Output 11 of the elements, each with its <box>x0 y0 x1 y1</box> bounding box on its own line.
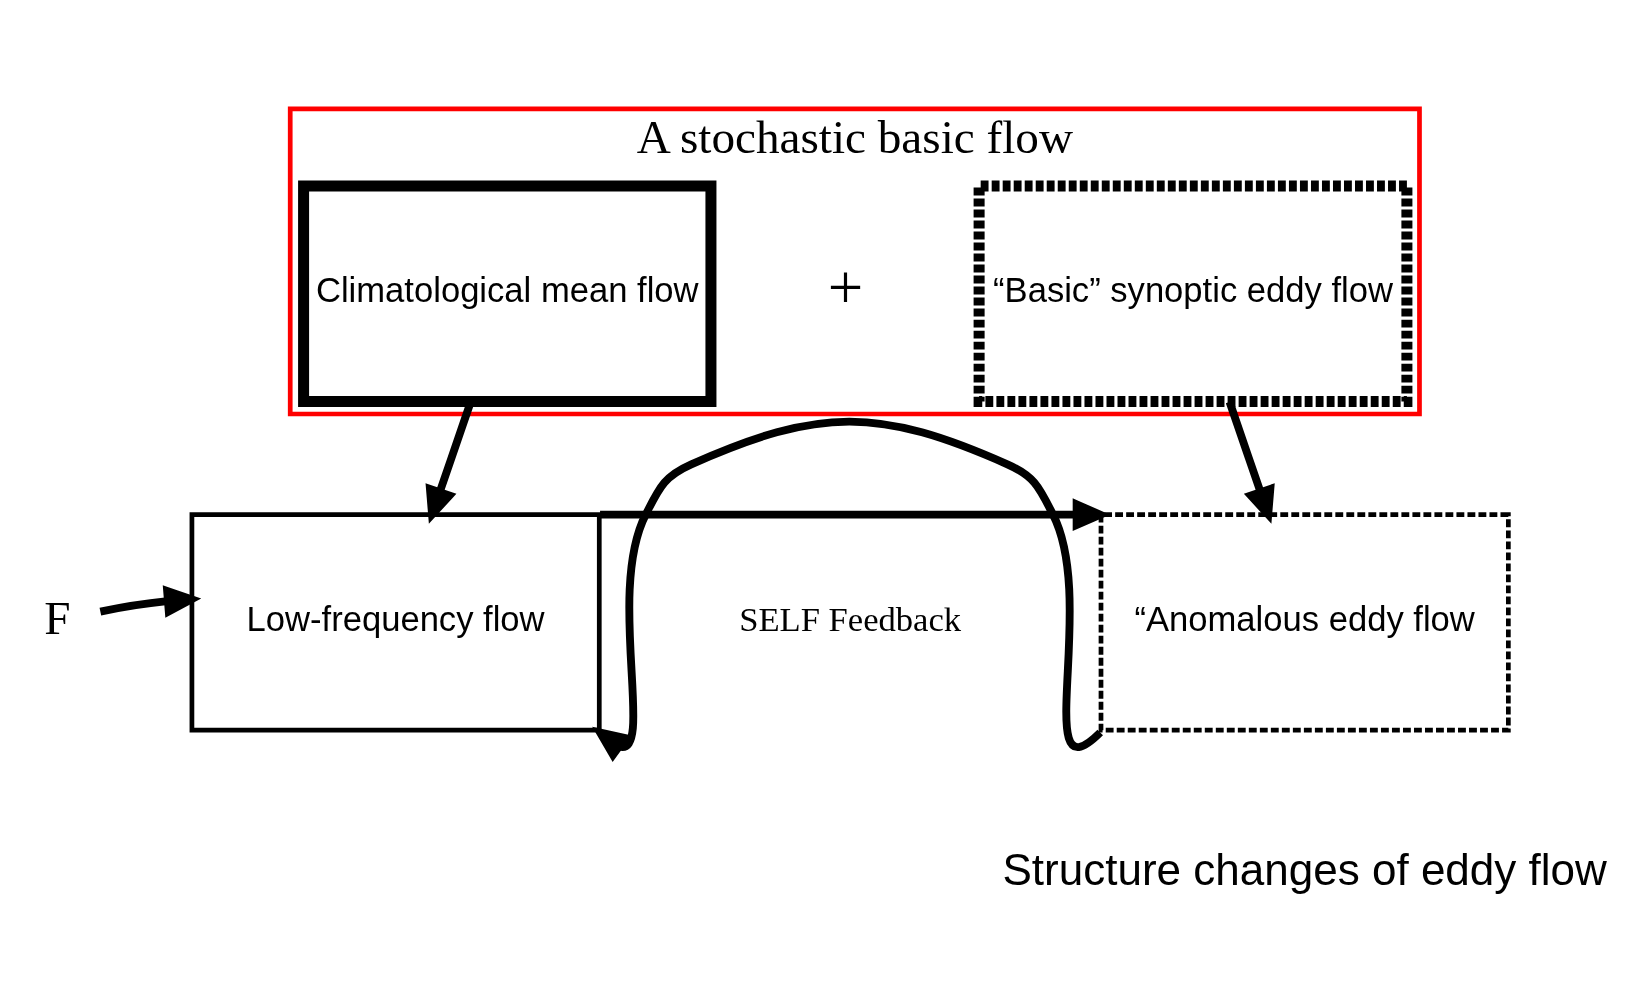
label: SELF Feedback <box>739 599 962 638</box>
arrow <box>592 417 1103 762</box>
label: + <box>827 252 864 323</box>
node-box: “Basic” synoptic eddy flow <box>973 179 1413 407</box>
node-box: Climatological mean flow <box>298 179 717 407</box>
node-box: “Anomalous eddy flow <box>1098 511 1511 732</box>
node-text: F <box>44 591 71 644</box>
arrow <box>1225 400 1275 524</box>
node-label: Structure changes of eddy flow <box>1002 844 1607 894</box>
node-box: Low-frequency flow <box>189 511 602 732</box>
arrow <box>99 584 202 618</box>
